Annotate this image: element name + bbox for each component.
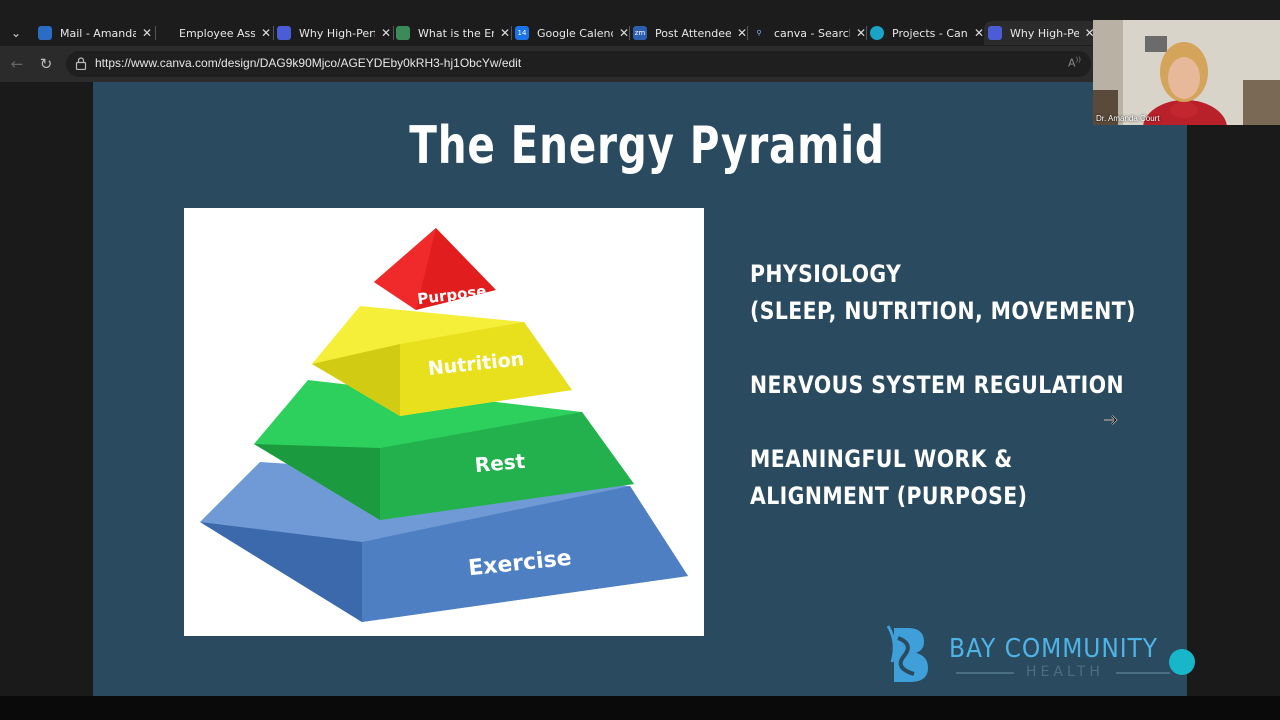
back-arrow-icon[interactable]: ← [10, 55, 24, 73]
browser-tab-post-attendee[interactable]: zm Post Attendee ✕ [633, 26, 748, 40]
site-icon [396, 26, 410, 40]
browser-tab-bar: ⌄ Mail - Amanda ✕ Employee Assis ✕ Why H… [0, 0, 1280, 46]
read-aloud-icon[interactable]: A)) [1068, 56, 1081, 70]
url-text: https://www.canva.com/design/DAG9k90Mjco… [95, 56, 522, 70]
zoom-icon: zm [633, 26, 647, 40]
bullet-physiology: PHYSIOLOGY (SLEEP, NUTRITION, MOVEMENT) [750, 260, 1136, 325]
outlook-icon [38, 26, 52, 40]
close-tab-icon[interactable]: ✕ [618, 26, 630, 40]
slide-title: The Energy Pyramid [409, 116, 885, 176]
logo-mark-icon [886, 625, 928, 682]
pyramid-label-rest: Rest [474, 449, 527, 477]
close-tab-icon[interactable]: ✕ [855, 26, 867, 40]
logo-name-text: BAY COMMUNITY [949, 634, 1158, 664]
tab-list-chevron-icon[interactable]: ⌄ [10, 26, 22, 40]
browser-tab-why-high-perf[interactable]: Why High-Perfo ✕ [277, 21, 393, 45]
energy-pyramid-image: Purpose Nutrition Rest Exercise [184, 208, 704, 636]
close-tab-icon[interactable]: ✕ [1084, 26, 1095, 40]
address-bar: ← ↻ https://www.canva.com/design/DAG9k90… [0, 46, 1280, 82]
bay-community-health-logo: BAY COMMUNITY HEALTH [884, 622, 1204, 684]
bullet-nervous-system: NERVOUS SYSTEM REGULATION [750, 371, 1124, 399]
webcam-video-tile[interactable]: Dr. Amanda Court [1093, 20, 1280, 125]
logo-sub-text: HEALTH [1026, 664, 1104, 680]
pyramid-graphic: Purpose Nutrition Rest Exercise [200, 228, 688, 622]
participant-name: Dr. Amanda Court [1096, 114, 1160, 123]
browser-tab-canva-search[interactable]: ⚲ canva - Search ✕ [752, 21, 868, 45]
close-tab-icon[interactable]: ✕ [260, 26, 272, 40]
bottom-bar [0, 696, 1280, 720]
logo-dot [1169, 649, 1195, 675]
shield-icon [277, 26, 291, 40]
move-cursor-icon [1104, 415, 1118, 425]
browser-tab-google-calendar[interactable]: 14 Google Calenda ✕ [515, 21, 631, 45]
url-field[interactable]: https://www.canva.com/design/DAG9k90Mjco… [66, 51, 1091, 77]
lock-icon [75, 57, 87, 70]
presentation-slide: The Energy Pyramid Purpose Nutrition Res… [93, 82, 1187, 696]
blank-page-icon [157, 26, 171, 40]
reload-icon[interactable]: ↻ [39, 55, 53, 73]
google-calendar-icon: 14 [515, 26, 529, 40]
browser-tab-active[interactable]: Why High-Perfo ✕ [984, 21, 1096, 45]
close-tab-icon[interactable]: ✕ [380, 26, 392, 40]
shield-icon [988, 26, 1002, 40]
browser-tab-employee[interactable]: Employee Assis ✕ [157, 21, 273, 45]
slide-bullet-list: PHYSIOLOGY (SLEEP, NUTRITION, MOVEMENT) … [750, 256, 1170, 552]
close-tab-icon[interactable]: ✕ [736, 26, 748, 40]
participant-video [1093, 20, 1280, 125]
canva-icon [870, 26, 884, 40]
close-tab-icon[interactable]: ✕ [973, 26, 985, 40]
browser-tab-mail[interactable]: Mail - Amanda ✕ [38, 21, 154, 45]
close-tab-icon[interactable]: ✕ [499, 26, 511, 40]
search-icon: ⚲ [756, 29, 762, 37]
browser-tab-canva-projects[interactable]: Projects - Canv ✕ [870, 21, 986, 45]
close-tab-icon[interactable]: ✕ [141, 26, 153, 40]
browser-tab-what-is-energy[interactable]: What is the Ene ✕ [396, 21, 512, 45]
bullet-meaningful-work: MEANINGFUL WORK & ALIGNMENT (PURPOSE) [750, 445, 1028, 510]
